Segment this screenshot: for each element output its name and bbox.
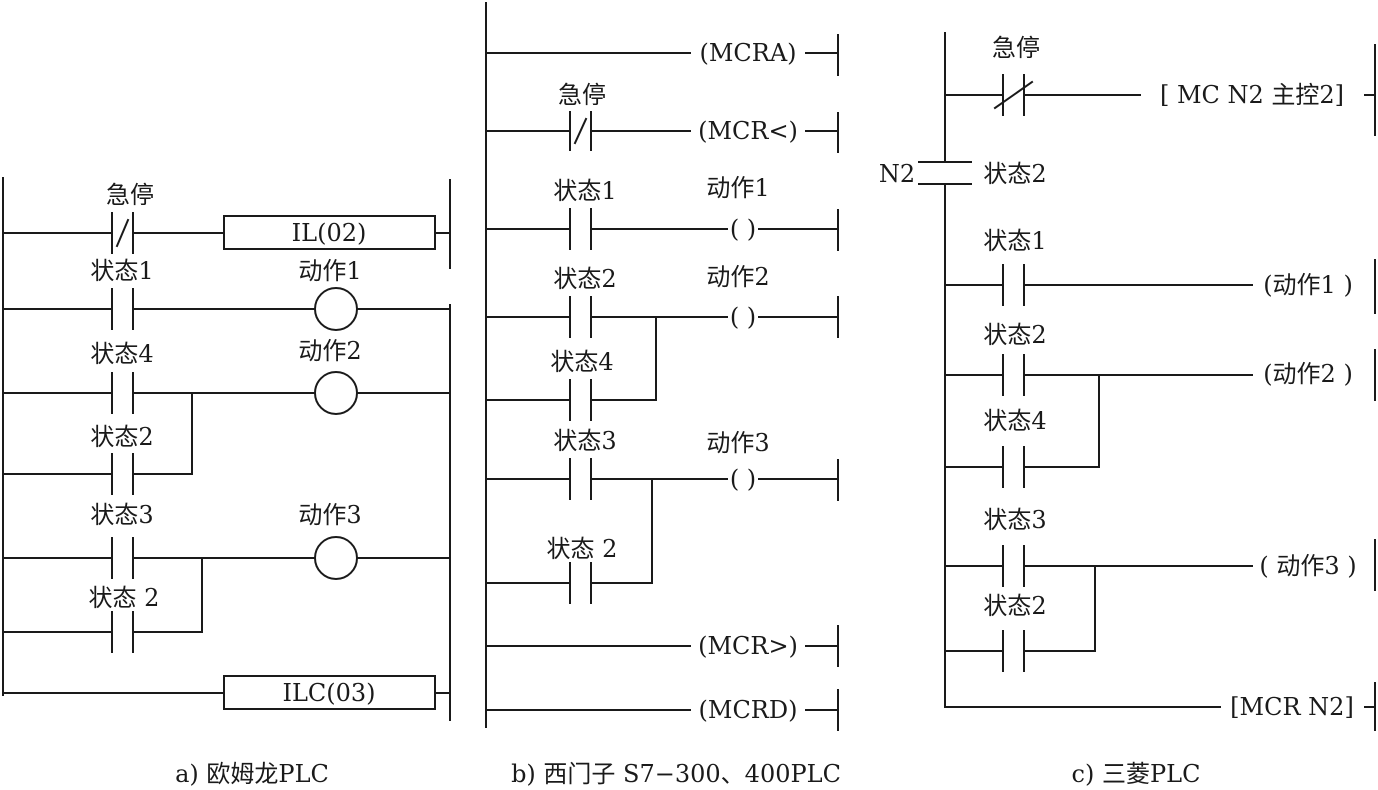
il-label: IL(02) [292, 219, 367, 247]
coil-label: 动作3 [706, 429, 769, 457]
estop-label: 急停 [558, 81, 606, 109]
rung-estop-mc: 急停 [ MC N2 主控2] [944, 34, 1376, 116]
rung-2: 状态2 状态4 动作2 ( ) [485, 263, 839, 421]
coil-symbol: ( ) [730, 465, 756, 493]
contact-label: 状态3 [553, 427, 616, 455]
coil-label: 动作1 [298, 257, 361, 285]
mcra-label: (MCRA) [699, 39, 796, 67]
estop-label: 急停 [992, 34, 1040, 62]
contact-label: 状态 2 [89, 584, 160, 612]
coil-label: ( 动作3 ) [1259, 552, 1356, 580]
rung-3: 状态3 状态 2 动作3 [2, 501, 451, 653]
rung-3: 状态3 状态2 ( 动作3 ) [944, 506, 1357, 672]
contact-label: 状态4 [90, 340, 153, 368]
rung-mcrd: (MCRD) [485, 696, 839, 724]
contact-label: 状态3 [983, 506, 1046, 534]
caption-b: b) 西门子 S7−300、400PLC [511, 760, 841, 788]
rung-1: 状态1 (动作1 ) [944, 227, 1353, 306]
rung-mcr-close: (MCR>) [485, 632, 839, 660]
panel-mitsubishi: N2 状态2 急停 [ MC N2 主控2] 状态1 (动作1 ) [879, 32, 1376, 788]
coil-label: (动作2 ) [1263, 360, 1353, 388]
caption-a: a) 欧姆龙PLC [175, 760, 329, 788]
rung-estop-il: 急停 IL(02) [2, 181, 451, 254]
contact-label: 状态2 [983, 592, 1046, 620]
contact-label: 状态2 [983, 321, 1046, 349]
coil-3 [314, 536, 358, 580]
coil-symbol: ( ) [730, 215, 756, 243]
mcr-open-label: (MCR<) [698, 117, 798, 145]
rung-1: 状态1 动作1 ( ) [485, 174, 839, 250]
n2-state-label: 状态2 [983, 160, 1046, 188]
coil-symbol: ( ) [730, 303, 756, 331]
rung-1: 状态1 动作1 [2, 257, 451, 331]
coil-label: 动作2 [298, 337, 361, 365]
rung-2: 状态2 状态4 (动作2 ) [944, 321, 1353, 488]
contact-label: 状态3 [90, 501, 153, 529]
rung-2: 状态4 状态2 动作2 [2, 337, 451, 495]
ilc-label: ILC(03) [282, 679, 375, 707]
coil-1 [314, 287, 358, 331]
contact-label: 状态4 [550, 348, 613, 376]
contact-label: 状态1 [90, 257, 153, 285]
panel-omron: 急停 IL(02) 状态1 动作1 状态4 [2, 177, 451, 788]
contact-label: 状态2 [553, 265, 616, 293]
coil-label: 动作1 [706, 174, 769, 202]
contact-label: 状态2 [90, 423, 153, 451]
coil-label: 动作2 [706, 263, 769, 291]
mc-instruction: [ MC N2 主控2] [1160, 81, 1344, 109]
contact-label: 状态 2 [547, 535, 618, 563]
rung-ilc: ILC(03) [2, 675, 451, 710]
rung-mcra: (MCRA) [485, 39, 839, 67]
mcr-close-label: (MCR>) [698, 632, 798, 660]
contact-label: 状态1 [553, 177, 616, 205]
mcrd-label: (MCRD) [699, 696, 798, 724]
panel-siemens: (MCRA) 急停 (MCR<) 状态1 动作1 ( ) [485, 2, 841, 788]
n2-label: N2 [879, 160, 915, 188]
caption-c: c) 三菱PLC [1072, 760, 1201, 788]
estop-label: 急停 [106, 181, 154, 209]
rung-mcr: [MCR N2] [944, 693, 1376, 721]
contact-label: 状态1 [983, 227, 1046, 255]
coil-2 [314, 371, 358, 415]
rung-3: 状态3 状态 2 动作3 ( ) [485, 427, 839, 604]
contact-label: 状态4 [983, 407, 1046, 435]
mcr-instruction: [MCR N2] [1230, 693, 1354, 721]
coil-label: (动作1 ) [1263, 271, 1353, 299]
coil-label: 动作3 [298, 501, 361, 529]
rung-estop-mcr-open: 急停 (MCR<) [485, 81, 839, 151]
